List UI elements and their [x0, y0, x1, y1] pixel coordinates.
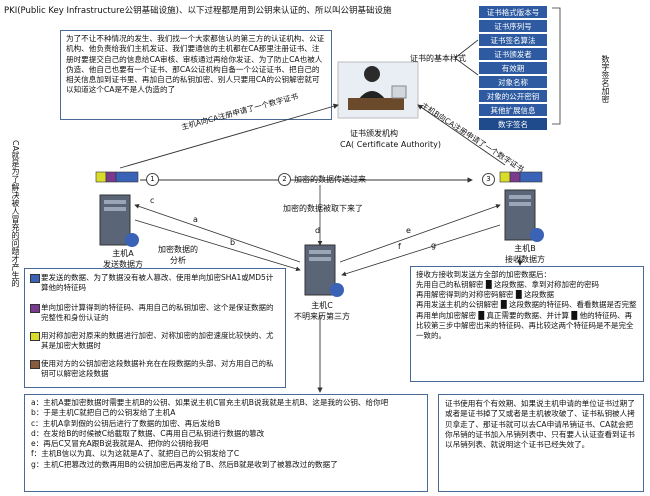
- server-a-icon: [99, 194, 139, 247]
- path-letter-a: a: [193, 215, 198, 224]
- cert-field: 其他扩展信息: [478, 103, 548, 117]
- cert-field: 证书签名算法: [478, 33, 548, 47]
- attack-step: d：在发给B的时候被C给截取了数据、C再用自己私钥进行数据的篡改: [31, 428, 265, 438]
- legend-text: 使用对方的公钥加密这段数据补充在在段数据的头部、对方用自己的私钥可以解密这段数据: [41, 359, 274, 379]
- data-intercepted-label: 加密的数据被取下来了: [283, 204, 363, 213]
- legend-item: 要发送的数据、为了数据没有被人篡改、使用单向加密SHA1或MD5计算他的特征码: [30, 273, 279, 293]
- attack-step: b：于是主机C就把自己的公钥发给了主机A: [31, 408, 176, 418]
- attack-step: e：再后C又冒充A跟B说我就是A、把你的公钥给我吧: [31, 439, 209, 448]
- path-b-to-c: [341, 224, 501, 277]
- host-a-name: 主机A: [112, 249, 134, 258]
- attack-steps-box: a：主机A要加密数据时需要主机B的公钥、如果说主机C冒充主机B说我就是主机B、这…: [24, 394, 428, 492]
- step-3: 3: [482, 173, 495, 186]
- receive-step: 先用自己的私钥解密 █ 这段数据、拿到对称加密的密码: [416, 280, 600, 290]
- cert-encrypt-label: 数字签名加密: [601, 55, 610, 103]
- cert-field: 证书格式版本号: [478, 5, 548, 19]
- cert-connector: [454, 39, 479, 59]
- cert-field: 数字签名: [478, 117, 548, 131]
- server-c-icon: [304, 244, 344, 297]
- cert-field: 对象名称: [478, 75, 548, 89]
- receive-step: 再用发送主机的公钥解密 █ 这段数据的特征码、看看数据是否完整: [416, 300, 637, 310]
- intro-text: 为了不让不种情况的发生、我们找一个大家都信认的第三方的认证机构、公证机构、他负责…: [66, 34, 325, 95]
- data-bar-b: [499, 171, 543, 183]
- legend-box: 要发送的数据、为了数据没有被人篡改、使用单向加密SHA1或MD5计算他的特征码 …: [24, 268, 286, 388]
- receive-step: 再用解密得到的对称密码解密 █ 这段数据: [416, 290, 555, 300]
- legend-item: 用对称加密对原来的数据进行加密、对称加密的加密速度比较快的、尤其是加密大数据时: [30, 331, 279, 351]
- certificate-fields-table: 证书格式版本号 证书序列号 证书签名算法 证书颁发者 有效期 对象名称 对象的公…: [478, 5, 548, 131]
- cert-note-box: 证书使用有个有效期、如果说主机申请的单位证书过期了或者是证书掉了又或者是主机被攻…: [438, 394, 644, 492]
- host-a-role: 发送数据方: [103, 260, 143, 269]
- legend-text: 单向加密计算得到的特征码、再用自己的私钥加密、这个是保证数据的完整性和身份认证的: [41, 303, 274, 323]
- host-b-role: 接收数据方: [505, 255, 545, 264]
- path-letter-g: g: [431, 241, 437, 250]
- legend-swatch: [30, 304, 40, 313]
- step-1: 1: [146, 173, 159, 186]
- cert-connector: [454, 57, 479, 76]
- receive-box: 接收方接收到发送方全部的加密数据后： 先用自己的私钥解密 █ 这段数据、拿到对称…: [410, 266, 644, 382]
- host-c-label: 主机C 不明来历第三方: [290, 300, 354, 322]
- cert-field: 对象的公开密钥: [478, 89, 548, 103]
- path-letter-e: e: [406, 226, 411, 235]
- host-c-role: 不明来历第三方: [294, 312, 350, 321]
- host-c-name: 主机C: [311, 301, 333, 310]
- receive-step: 再用单向加密解密 █ 真正需要的数据、并计算 █ 他的特征码、再比较第三步中解密…: [416, 310, 634, 340]
- path-letter-d: d: [315, 226, 321, 235]
- cert-field: 证书序列号: [478, 19, 548, 33]
- legend-text: 用对称加密对原来的数据进行加密、对称加密的加密速度比较快的、尤其是加密大数据时: [41, 331, 274, 351]
- legend-text: 要发送的数据、为了数据没有被人篡改、使用单向加密SHA1或MD5计算他的特征码: [41, 273, 274, 293]
- legend-swatch: [30, 360, 40, 369]
- attack-step: f：主机B信以为真、以为这就是A了、就把自己的公钥发给了C: [31, 449, 240, 459]
- path-letter-f: f: [398, 242, 401, 251]
- legend-swatch: [30, 274, 40, 283]
- analysis-label: 加密数据的分析: [158, 245, 198, 265]
- cert-field: 有效期: [478, 61, 548, 75]
- ca-label-1: 证书颁发机构: [350, 129, 398, 138]
- server-b-icon: [504, 189, 544, 242]
- ca-label-2: CA( Certificate Authority): [340, 140, 441, 149]
- host-b-name: 主机B: [514, 244, 536, 253]
- host-b-label: 主机B 接收数据方: [500, 243, 550, 265]
- data-bar-a: [95, 171, 139, 183]
- path-a-to-c: [134, 219, 301, 272]
- cert-bracket: [552, 7, 561, 125]
- attack-step: c：主机A拿到假的公钥后进行了数据的加密、再后发给B: [31, 418, 221, 428]
- intro-box: 为了不让不种情况的发生、我们找一个大家都信认的第三方的认证机构、公证机构、他负责…: [60, 30, 332, 120]
- receive-title: 接收方接收到发送方全部的加密数据后：: [416, 270, 551, 279]
- left-vertical-note: CA就是为了解决被人冒充的问题才产生的: [11, 140, 20, 288]
- path-letter-b: b: [230, 238, 236, 247]
- encrypt-sent-label: 加密的数据传送过来: [294, 175, 366, 184]
- legend-swatch: [30, 332, 40, 341]
- legend-item: 使用对方的公钥加密这段数据补充在在段数据的头部、对方用自己的私钥可以解密这段数据: [30, 359, 279, 379]
- step-2: 2: [278, 173, 291, 186]
- arrow-b-to-ca: [417, 104, 506, 166]
- cert-field: 证书颁发者: [478, 47, 548, 61]
- path-c-to-b: [339, 204, 501, 263]
- attack-step: g：主机C把篡改过的数再用B的公钥加密后再发给了B、然后B就是收到了被篡改过的数…: [31, 459, 338, 469]
- host-a-label: 主机A 发送数据方: [98, 248, 148, 270]
- cert-note-text: 证书使用有个有效期、如果说主机申请的单位证书过期了或者是证书掉了又或者是主机被攻…: [445, 399, 635, 449]
- page-title: PKI(Public Key Infrastructure公钥基础设施)、以下过…: [4, 6, 392, 16]
- path-c-to-a: [134, 204, 301, 263]
- cert-basic-label: 证书的基本样式: [410, 54, 466, 63]
- attack-step: a：主机A要加密数据时需要主机B的公钥、如果说主机C冒充主机B说我就是主机B、这…: [31, 398, 389, 407]
- arrow-a-to-ca: [119, 103, 339, 169]
- path-letter-c: c: [150, 196, 155, 205]
- ca-person-icon: [337, 61, 419, 119]
- legend-item: 单向加密计算得到的特征码、再用自己的私钥加密、这个是保证数据的完整性和身份认证的: [30, 303, 279, 323]
